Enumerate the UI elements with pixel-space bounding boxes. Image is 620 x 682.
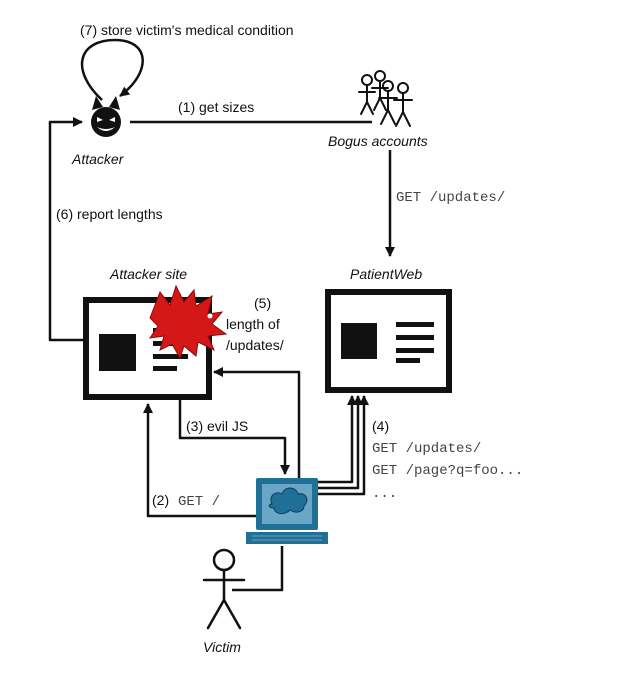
victim-get-3: ...: [372, 486, 397, 502]
step5-num: (5): [254, 295, 271, 311]
stick-figures-group-icon: [358, 70, 413, 127]
edge-report-lengths: [48, 117, 84, 342]
step5-line2: length of: [226, 316, 280, 332]
step3-label: (3) evil JS: [186, 418, 248, 434]
edge-evil-js: [178, 400, 290, 475]
red-dragon-icon: [148, 284, 228, 360]
step6-label: (6) report lengths: [56, 206, 163, 222]
step5-line3: /updates/: [226, 337, 284, 353]
edge-victim-request-1: [318, 395, 357, 484]
stick-figure-icon: [202, 548, 246, 630]
patientweb-window: [325, 289, 452, 393]
step1-label: (1) get sizes: [178, 99, 254, 115]
computer-icon: [246, 478, 328, 544]
devil-face-icon: [91, 96, 121, 137]
step2-request: GET /: [178, 494, 220, 510]
step2-num: (2): [152, 492, 169, 508]
step7-label: (7) store victim's medical condition: [80, 22, 294, 38]
step4-label: (4): [372, 418, 389, 434]
patientweb-label: PatientWeb: [350, 266, 422, 282]
edge-victim-request-3: [318, 395, 369, 496]
bogus-get-label: GET /updates/: [396, 190, 505, 206]
victim-label: Victim: [203, 639, 241, 655]
edge-length-report: [213, 367, 301, 480]
edge-victim-computer: [232, 546, 284, 592]
victim-get-1: GET /updates/: [372, 441, 481, 457]
edge-get-root: [143, 403, 256, 518]
bogus-accounts-label: Bogus accounts: [328, 133, 428, 149]
edge-victim-request-2: [318, 395, 363, 490]
loop-arrow-store: [80, 38, 144, 101]
victim-get-2: GET /page?q=foo...: [372, 463, 523, 479]
attacker-site-label: Attacker site: [109, 266, 187, 282]
attacker-label: Attacker: [71, 151, 125, 167]
